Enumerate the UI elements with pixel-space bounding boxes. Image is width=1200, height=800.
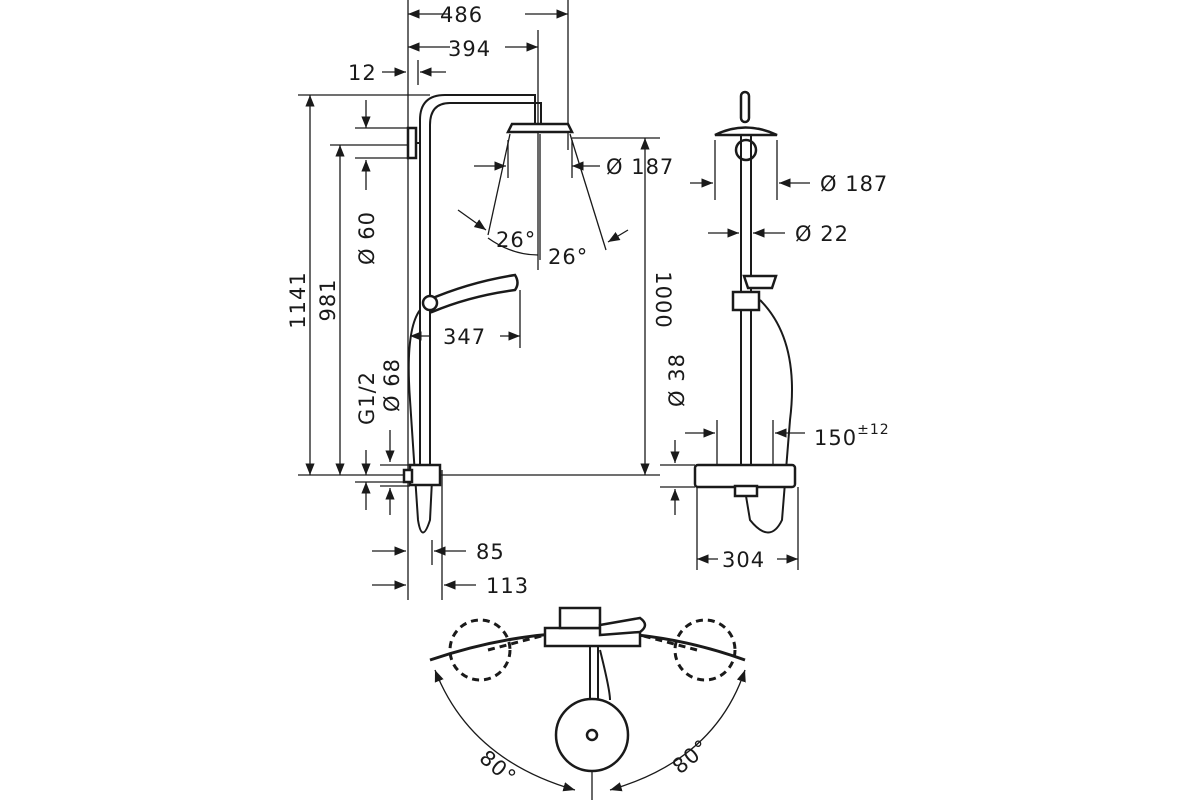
dim-head-diameter: Ø 187 — [606, 155, 674, 179]
front-view: Ø 187 Ø 22 Ø 38 150±12 304 — [660, 90, 890, 572]
angle-26-left: 26° — [496, 228, 536, 252]
dim-85: 85 — [476, 540, 505, 564]
dim-1141: 1141 — [286, 271, 310, 328]
dim-thread-g12: G1/2 — [355, 371, 379, 425]
angle-80-right: 80° — [668, 735, 714, 779]
dim-113: 113 — [486, 574, 529, 598]
top-view: 80° 80° — [429, 606, 746, 800]
dim-1000: 1000 — [651, 271, 675, 328]
dim-304: 304 — [722, 548, 765, 572]
angle-26-right: 26° — [548, 245, 588, 269]
angle-80-left: 80° — [475, 745, 521, 789]
dim-front-head-diameter: Ø 187 — [820, 172, 888, 196]
dim-394: 394 — [448, 37, 491, 61]
dim-12: 12 — [348, 61, 377, 85]
inlet-spacing-value: 150 — [814, 426, 857, 450]
dim-486: 486 — [440, 3, 483, 27]
dim-inlet-spacing: 150±12 — [814, 422, 890, 450]
side-view: 486 394 12 1141 981 Ø 60 G1/2 Ø 68 — [286, 0, 675, 600]
dim-981: 981 — [316, 278, 340, 321]
dim-diameter-68: Ø 68 — [380, 358, 404, 412]
dim-inlet-diameter: Ø 38 — [665, 353, 689, 407]
dim-diameter-60: Ø 60 — [355, 211, 379, 265]
dim-347: 347 — [443, 325, 486, 349]
dim-pipe-diameter: Ø 22 — [795, 222, 849, 246]
inlet-spacing-tolerance: ±12 — [857, 422, 890, 438]
